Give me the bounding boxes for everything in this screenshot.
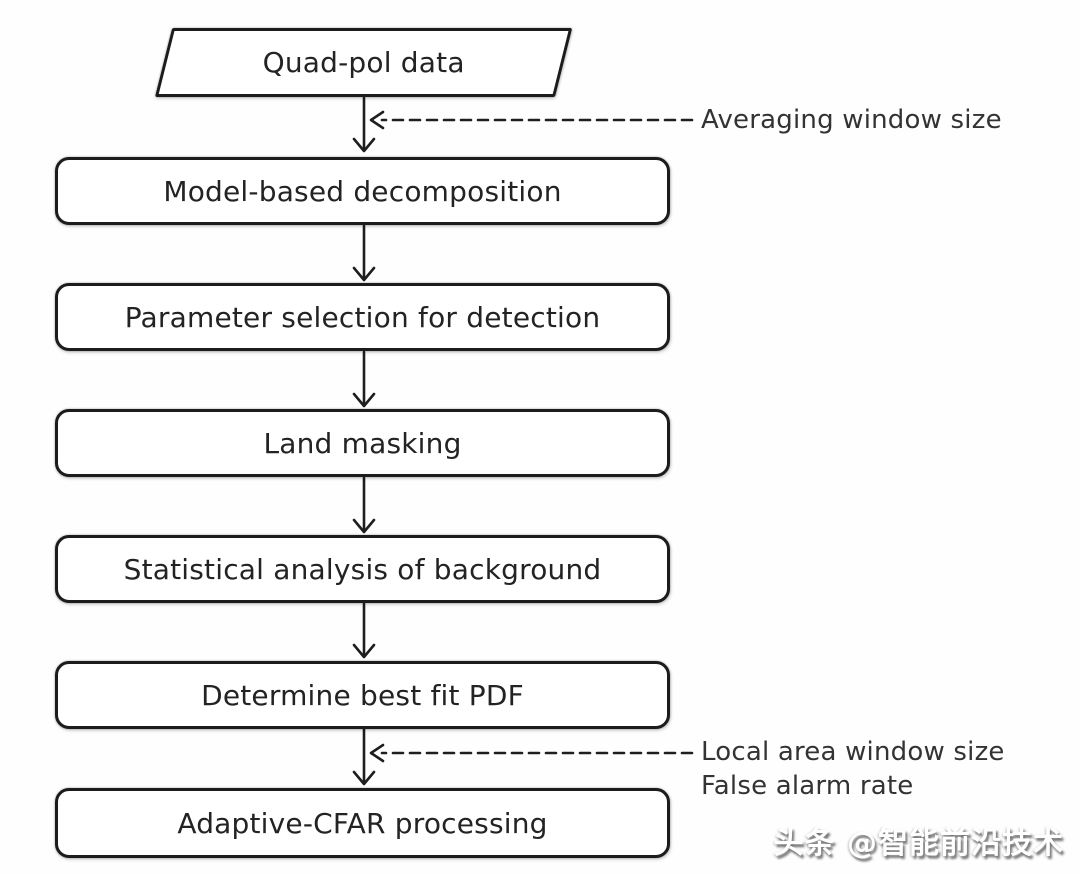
node-label: Statistical analysis of background <box>123 552 602 586</box>
node-label: Parameter selection for detection <box>124 300 601 334</box>
node-parameter-selection-for-detection: Parameter selection for detection <box>55 283 670 351</box>
annotation-false-alarm-rate: False alarm rate <box>701 771 914 801</box>
node-model-based-decomposition: Model-based decomposition <box>55 157 670 225</box>
arrow-head-down-icon <box>352 137 376 153</box>
node-label: Land masking <box>263 426 462 460</box>
arrow-head-down-icon <box>352 518 376 534</box>
node-land-masking: Land masking <box>55 409 670 477</box>
node-statistical-analysis-of-background: Statistical analysis of background <box>55 535 670 603</box>
watermark: 头条 @智能前沿技术 <box>773 826 1064 861</box>
arrow-head-left-icon <box>369 743 385 763</box>
arrow-head-down-icon <box>352 770 376 786</box>
node-label: Determine best fit PDF <box>201 678 524 712</box>
node-label: Adaptive-CFAR processing <box>177 806 548 840</box>
node-quad-pol-data: Quad-pol data <box>155 28 573 97</box>
arrow-head-left-icon <box>369 110 385 130</box>
node-label: Model-based decomposition <box>163 174 562 208</box>
arrow-head-down-icon <box>352 392 376 408</box>
arrow-head-down-icon <box>352 643 376 659</box>
node-adaptive-cfar-processing: Adaptive-CFAR processing <box>55 788 670 858</box>
annotation-averaging-window-size: Averaging window size <box>701 105 1002 135</box>
node-label: Quad-pol data <box>262 46 465 79</box>
node-determine-best-fit-pdf: Determine best fit PDF <box>55 661 670 729</box>
annotation-local-area-window-size: Local area window size <box>701 737 1005 767</box>
arrow-head-down-icon <box>352 266 376 282</box>
